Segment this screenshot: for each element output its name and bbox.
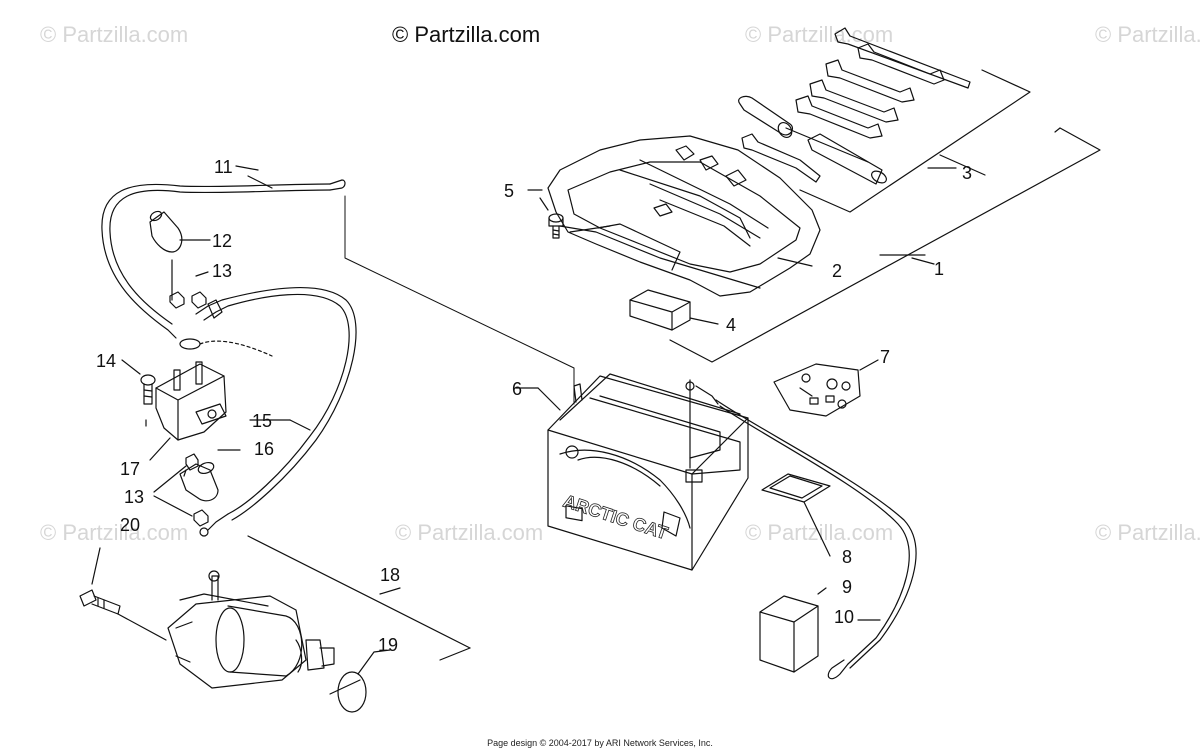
callout-9: 9 (842, 577, 853, 597)
callout-1: 1 (934, 259, 945, 279)
screw-5 (539, 197, 564, 239)
callout-7: 7 (880, 347, 891, 367)
callout-15: 15 (252, 411, 273, 431)
starter-cable-15 (195, 287, 357, 537)
watermark-faint: © Partzilla.com (1095, 520, 1200, 545)
callout-13: 13 (212, 261, 233, 281)
watermark-faint: © Partzilla.com (40, 520, 189, 545)
callout-5: 5 (504, 181, 515, 201)
decal-8 (761, 473, 831, 557)
callout-10: 10 (834, 607, 855, 627)
callout-11: 11 (214, 157, 233, 177)
starter-solenoid-17 (145, 338, 273, 461)
callout-13: 13 (124, 487, 145, 507)
watermark-faint: © Partzilla.com (1095, 22, 1200, 47)
watermark-main: © Partzilla.com (392, 22, 541, 47)
starter-motor-18 (167, 535, 471, 695)
nut-13 (169, 271, 209, 527)
callout-12: 12 (212, 231, 233, 251)
battery-6 (515, 373, 749, 571)
terminal-cap-16 (179, 449, 241, 502)
callout-3: 3 (962, 163, 973, 183)
callout-4: 4 (726, 315, 737, 335)
callout-2: 2 (832, 261, 843, 281)
foam-pad-4 (629, 289, 719, 331)
callout-8: 8 (842, 547, 853, 567)
bolt-14 (121, 359, 156, 405)
callout-18: 18 (380, 565, 401, 585)
hardware-kit-7 (773, 359, 879, 417)
battery-cable-10 (685, 381, 917, 680)
tool-tray (547, 127, 1101, 363)
watermark-faint: © Partzilla.com (395, 520, 544, 545)
callout-17: 17 (120, 459, 141, 479)
callout-16: 16 (254, 439, 275, 459)
callout-19: 19 (378, 635, 399, 655)
cable-11 (101, 175, 346, 339)
terminal-cap-12 (149, 210, 211, 301)
o-ring-19 (337, 649, 391, 713)
foam-block-9 (759, 587, 827, 673)
mount-bolt-20 (79, 547, 167, 641)
callout-6: 6 (512, 379, 523, 399)
watermark-faint: © Partzilla.com (40, 22, 189, 47)
callout-14: 14 (96, 351, 117, 371)
page-footer: Page design © 2004-2017 by ARI Network S… (487, 738, 713, 748)
tool-kit (738, 27, 1031, 213)
callout-20: 20 (120, 515, 141, 535)
